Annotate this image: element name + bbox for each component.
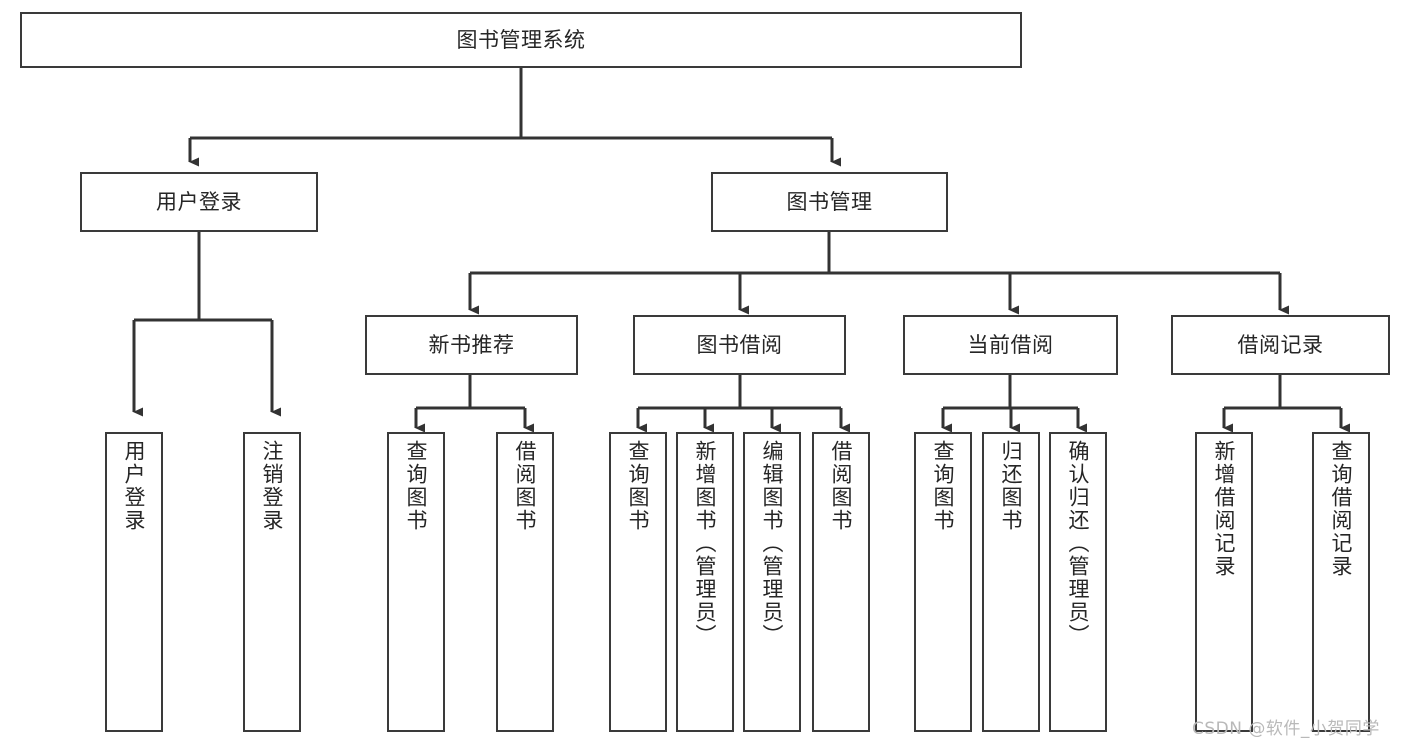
node-user-login-label: 用户登录 bbox=[156, 189, 242, 214]
node-leaf-user-login-0[interactable]: 用户登录 bbox=[105, 432, 163, 732]
node-current-borrow-label: 当前借阅 bbox=[967, 332, 1054, 357]
node-leaf-new-book-0-label: 查询图书 bbox=[404, 440, 429, 532]
node-leaf-current-borrow-1-label: 归还图书 bbox=[999, 440, 1024, 532]
node-leaf-borrow-record-1-label: 查询借阅记录 bbox=[1329, 440, 1354, 578]
node-current-borrow[interactable]: 当前借阅 bbox=[903, 315, 1118, 375]
node-leaf-user-login-1[interactable]: 注销登录 bbox=[243, 432, 301, 732]
node-leaf-borrow-record-0[interactable]: 新增借阅记录 bbox=[1195, 432, 1253, 732]
node-new-book-recommend[interactable]: 新书推荐 bbox=[365, 315, 578, 375]
node-leaf-new-book-0[interactable]: 查询图书 bbox=[387, 432, 445, 732]
node-leaf-book-borrow-1-label: 新增图书（管理员） bbox=[693, 440, 718, 647]
node-leaf-user-login-0-label: 用户登录 bbox=[122, 440, 147, 532]
node-leaf-current-borrow-0[interactable]: 查询图书 bbox=[914, 432, 972, 732]
node-borrow-record-label: 借阅记录 bbox=[1237, 332, 1324, 357]
node-leaf-user-login-1-label: 注销登录 bbox=[260, 440, 285, 532]
node-leaf-borrow-record-0-label: 新增借阅记录 bbox=[1212, 440, 1237, 578]
node-leaf-book-borrow-2-label: 编辑图书（管理员） bbox=[760, 440, 785, 647]
node-leaf-book-borrow-0-label: 查询图书 bbox=[626, 440, 651, 532]
node-leaf-book-borrow-3-label: 借阅图书 bbox=[829, 440, 854, 532]
node-leaf-borrow-record-1[interactable]: 查询借阅记录 bbox=[1312, 432, 1370, 732]
node-new-book-recommend-label: 新书推荐 bbox=[428, 332, 515, 357]
node-book-borrow[interactable]: 图书借阅 bbox=[633, 315, 846, 375]
node-root[interactable]: 图书管理系统 bbox=[20, 12, 1022, 68]
node-leaf-current-borrow-1[interactable]: 归还图书 bbox=[982, 432, 1040, 732]
node-leaf-new-book-1-label: 借阅图书 bbox=[513, 440, 538, 532]
node-book-manage-label: 图书管理 bbox=[786, 189, 873, 214]
node-root-label: 图书管理系统 bbox=[456, 27, 586, 52]
node-leaf-current-borrow-0-label: 查询图书 bbox=[931, 440, 956, 532]
node-leaf-current-borrow-2[interactable]: 确认归还（管理员） bbox=[1049, 432, 1107, 732]
watermark-text: CSDN @软件_小贺同学 bbox=[1192, 719, 1380, 739]
node-leaf-book-borrow-0[interactable]: 查询图书 bbox=[609, 432, 667, 732]
node-book-borrow-label: 图书借阅 bbox=[696, 332, 783, 357]
node-leaf-book-borrow-2[interactable]: 编辑图书（管理员） bbox=[743, 432, 801, 732]
node-borrow-record[interactable]: 借阅记录 bbox=[1171, 315, 1390, 375]
node-leaf-current-borrow-2-label: 确认归还（管理员） bbox=[1066, 440, 1091, 647]
node-leaf-book-borrow-3[interactable]: 借阅图书 bbox=[812, 432, 870, 732]
node-book-manage[interactable]: 图书管理 bbox=[711, 172, 948, 232]
node-user-login[interactable]: 用户登录 bbox=[80, 172, 318, 232]
node-leaf-book-borrow-1[interactable]: 新增图书（管理员） bbox=[676, 432, 734, 732]
node-leaf-new-book-1[interactable]: 借阅图书 bbox=[496, 432, 554, 732]
